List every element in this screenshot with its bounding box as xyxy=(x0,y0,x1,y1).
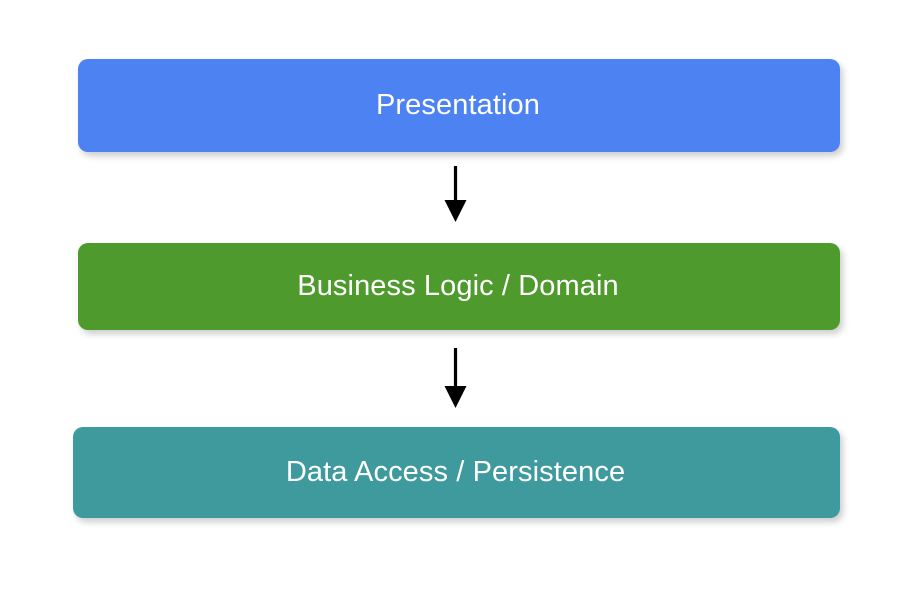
arrow-head-icon xyxy=(444,200,467,222)
layer-box-data-access[interactable]: Data Access / Persistence xyxy=(73,427,840,518)
layer-box-presentation[interactable]: Presentation xyxy=(78,59,840,152)
layer-label-presentation: Presentation xyxy=(375,89,541,121)
layer-box-business-logic[interactable]: Business Logic / Domain xyxy=(78,243,840,330)
layer-label-data-access: Data Access / Persistence xyxy=(285,456,626,488)
layer-label-business-logic: Business Logic / Domain xyxy=(297,270,619,302)
arrow-head-icon xyxy=(444,386,467,408)
